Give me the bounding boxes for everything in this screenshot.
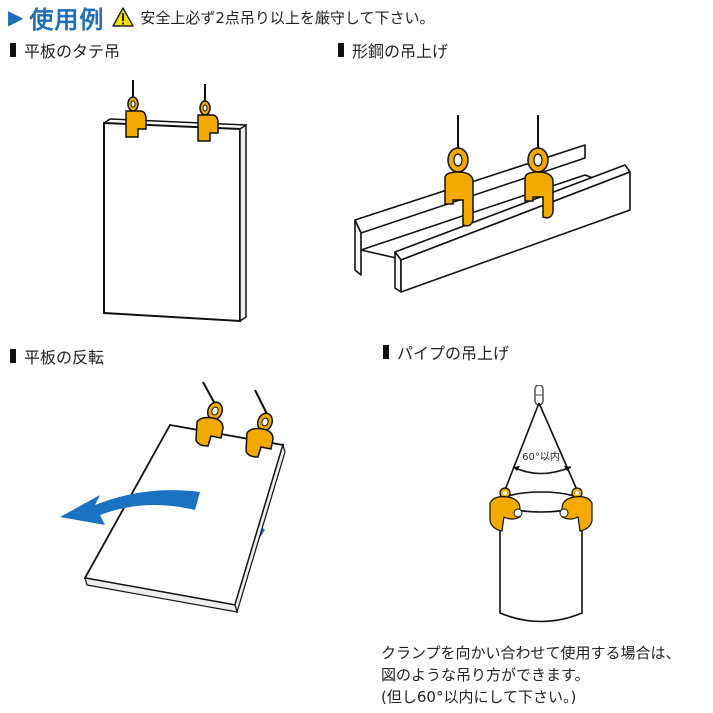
section-marker — [10, 349, 16, 363]
sling-left — [504, 402, 540, 491]
section-pipe-lifting: パイプの吊上げ — [383, 340, 509, 364]
clamp-icon — [197, 84, 219, 142]
plate-icon — [83, 424, 286, 615]
caption-line: クランプを向かい合わせて使用する場合は、 — [381, 644, 681, 662]
triangle-right-icon: ▶ — [8, 5, 24, 29]
header: ▶ 使用例 安全上必ず2点吊り以上を厳守して下さい。 — [8, 0, 435, 34]
section-label: 平板の反転 — [24, 348, 105, 367]
sling-right — [538, 402, 578, 491]
section-marker — [10, 43, 16, 57]
clamp-icon — [489, 487, 523, 532]
clamp-icon — [195, 381, 224, 447]
safety-note: 安全上必ず2点吊り以上を厳守して下さい。 — [140, 8, 435, 27]
pipe-caption: クランプを向かい合わせて使用する場合は、 図のような吊り方ができます。 (但し6… — [381, 642, 681, 708]
hook-icon — [534, 385, 544, 406]
section-marker — [383, 345, 389, 359]
section-label: 形鋼の吊上げ — [352, 42, 449, 61]
plate-turning-illustration — [60, 381, 286, 615]
h-beam-icon — [354, 144, 631, 293]
vertical-plate-illustration — [103, 80, 247, 323]
clamp-icon — [125, 80, 147, 138]
section-plate-turning: 平板の反転 — [10, 344, 104, 368]
pipe-icon — [499, 491, 583, 623]
section-vertical-plate: 平板のタテ吊 — [10, 38, 120, 62]
angle-label: 60°以内 — [522, 450, 560, 463]
section-label: パイプの吊上げ — [397, 344, 510, 363]
clamp-icon — [444, 115, 474, 227]
section-shape-steel: 形鋼の吊上げ — [338, 38, 448, 62]
clamp-icon — [559, 487, 593, 532]
page-title: 使用例 — [29, 5, 105, 34]
plate-icon — [103, 118, 247, 323]
angle-arc — [512, 466, 572, 475]
section-label: 平板のタテ吊 — [24, 42, 121, 61]
clamp-icon — [524, 115, 554, 219]
clamp-icon — [245, 389, 274, 458]
caption-line: 図のような吊り方ができます。 — [381, 666, 590, 684]
blue-arrow-icon — [60, 490, 200, 525]
caption-line: (但し60°以内にして下さい。) — [381, 688, 577, 706]
section-marker — [338, 43, 344, 57]
shape-steel-illustration — [354, 115, 631, 293]
pipe-lifting-illustration: 60°以内 — [489, 385, 593, 623]
warning-icon — [112, 7, 135, 27]
